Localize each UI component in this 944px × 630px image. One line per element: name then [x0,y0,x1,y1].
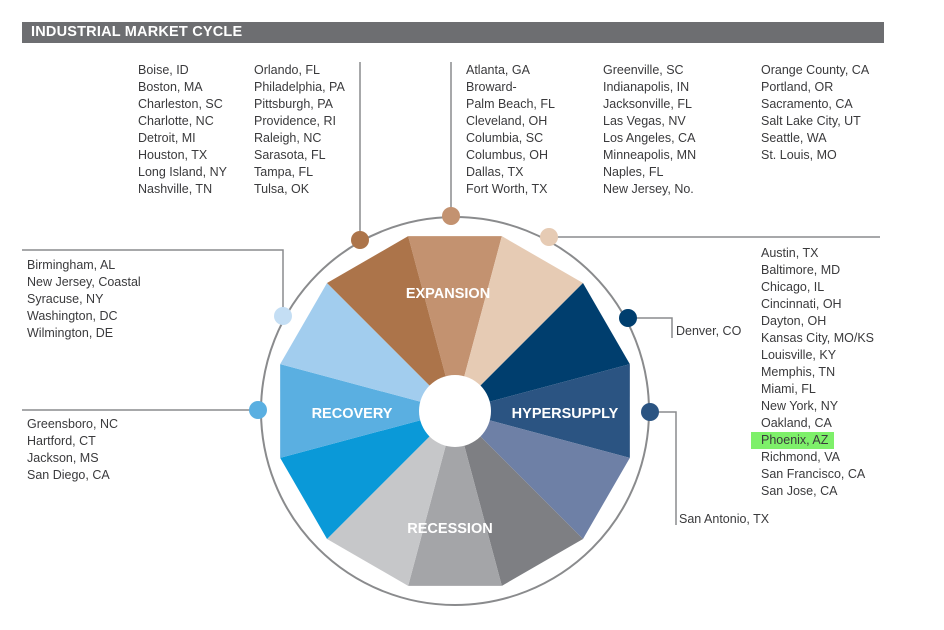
phase-label-hypersupply: HYPERSUPPLY [512,406,619,422]
city-item: San Jose, CA [761,484,838,498]
city-item: Providence, RI [254,114,336,128]
list-top-col3: Atlanta, GA Broward- Palm Beach, FL Clevela… [466,62,555,198]
city-item: Orlando, FL [254,63,321,77]
city-item: Kansas City, MO/KS [761,331,874,345]
city-item: Louisville, KY [761,348,837,362]
marker-dot [274,307,292,325]
marker-dot [641,403,659,421]
marker-dot [351,231,369,249]
list-top-col2: Orlando, FL Philadelphia, PA Pittsburgh, P… [254,62,345,198]
cycle-segment [408,236,502,411]
cycle-segment [327,236,455,411]
cycle-segment [455,236,583,411]
cycle-segment [327,411,455,586]
city-item: Miami, FL [761,382,816,396]
city-item: Orange County, CA [761,63,870,77]
phase-label-recovery: RECOVERY [312,406,393,422]
city-item: Pittsburgh, PA [254,97,333,111]
city-item: Fort Worth, TX [466,182,548,196]
list-top-col5: Orange County, CA Portland, OR Sacramento,… [761,62,869,164]
city-item: Jacksonville, FL [603,97,692,111]
city-item: Baltimore, MD [761,263,841,277]
city-item: San Diego, CA [27,468,110,482]
city-item: Sacramento, CA [761,97,853,111]
city-item: Birmingham, AL [27,258,116,272]
city-item: Cleveland, OH [466,114,548,128]
city-item: Charlotte, NC [138,114,214,128]
city-item: Salt Lake City, UT [761,114,861,128]
cycle-segment [455,411,583,586]
city-item: Columbus, OH [466,148,548,162]
connector-lines [22,62,880,525]
city-item: Syracuse, NY [27,292,104,306]
city-item: Sarasota, FL [254,148,326,162]
city-item: Long Island, NY [138,165,227,179]
center-hole [419,375,491,447]
marker-dot [540,228,558,246]
city-item: New Jersey, No. [603,182,694,196]
phase-label-expansion: EXPANSION [406,286,490,302]
marker-dot [442,207,460,225]
cycle-segment [455,283,630,411]
city-item: Minneapolis, MN [603,148,697,162]
city-item: St. Louis, MO [761,148,837,162]
city-item: Wilmington, DE [27,326,114,340]
list-top-col1: Boise, ID Boston, MA Charleston, SC Charlot… [138,62,227,198]
city-item: Palm Beach, FL [466,97,555,111]
cycle-segment [455,364,630,458]
phase-label-recession: RECESSION [407,521,492,537]
city-item: Portland, OR [761,80,834,94]
city-item: Dayton, OH [761,314,827,328]
city-item: Oakland, CA [761,416,832,430]
city-item: San Francisco, CA [761,467,866,481]
cycle-segment [280,411,455,539]
city-item: Las Vegas, NV [603,114,686,128]
city-item: Washington, DC [27,309,118,323]
marker-dot [619,309,637,327]
title-bar: INDUSTRIAL MARKET CYCLE [22,22,884,43]
marker-dot [249,401,267,419]
diagram-title: INDUSTRIAL MARKET CYCLE [31,24,243,40]
city-item: Los Angeles, CA [603,131,696,145]
city-item: Nashville, TN [138,182,213,196]
city-item: Greensboro, NC [27,417,119,431]
city-item: Greenville, SC [603,63,684,77]
city-item: Naples, FL [603,165,664,179]
city-item: Dallas, TX [466,165,524,179]
city-item: Hartford, CT [27,434,96,448]
label-san-antonio: San Antonio, TX [679,512,770,526]
city-item: Tulsa, OK [254,182,310,196]
city-item: Detroit, MI [138,131,196,145]
city-item: Philadelphia, PA [254,80,345,94]
city-item: Houston, TX [138,148,208,162]
cycle-segment [280,283,455,411]
city-item: Columbia, SC [466,131,544,145]
city-item: Atlanta, GA [466,63,530,77]
city-item: Boston, MA [138,80,203,94]
city-item-highlighted: Phoenix, AZ [751,432,834,449]
cycle-segment [455,411,630,539]
city-item: Raleigh, NC [254,131,322,145]
list-right: Austin, TX Baltimore, MD Chicago, IL Cincin… [751,245,874,500]
cycle-segment [280,364,455,458]
city-item: Jackson, MS [27,451,99,465]
city-item: New York, NY [761,399,839,413]
list-top-col4: Greenville, SC Indianapolis, IN Jacksonvil… [603,62,696,198]
city-item: New Jersey, Coastal [27,275,141,289]
city-item: Memphis, TN [761,365,836,379]
city-item: Richmond, VA [761,450,840,464]
label-denver: Denver, CO [676,324,742,338]
city-item: Charleston, SC [138,97,223,111]
city-item: Tampa, FL [254,165,314,179]
city-item: Seattle, WA [761,131,827,145]
city-item: Cincinnati, OH [761,297,842,311]
city-item: Broward- [466,80,517,94]
cycle-segment [408,411,502,586]
list-left-lower: Greensboro, NC Hartford, CT Jackson, MS San… [27,416,118,484]
city-item: Austin, TX [761,246,819,260]
city-item: Indianapolis, IN [603,80,690,94]
city-item: Boise, ID [138,63,189,77]
city-item: Chicago, IL [761,280,825,294]
